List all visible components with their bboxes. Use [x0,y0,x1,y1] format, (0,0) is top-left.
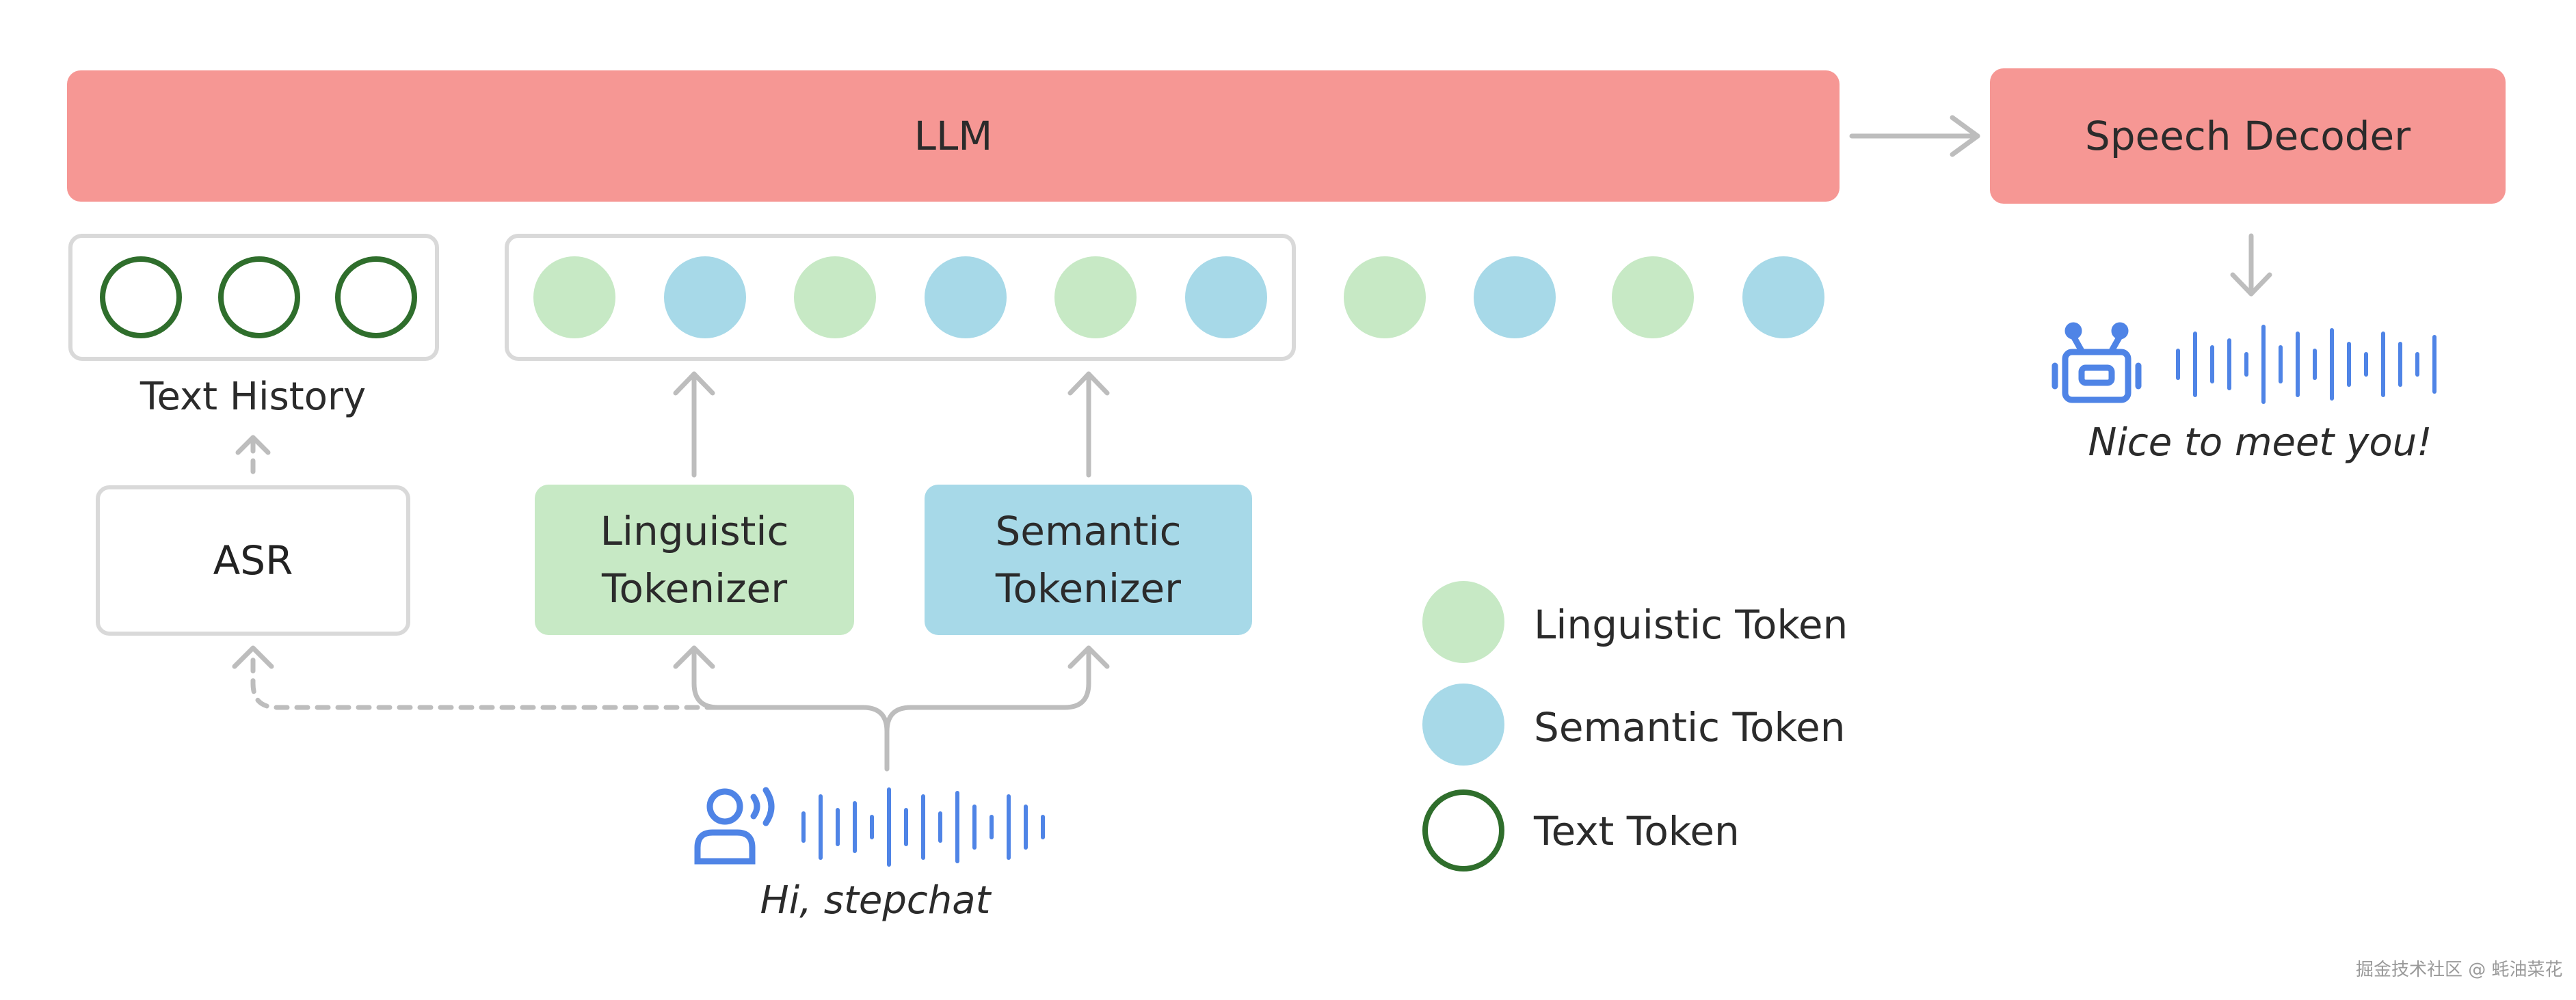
semantic-token [925,256,1007,338]
arrow-llm-to-decoder-head [1950,115,1980,157]
semantic-token [664,256,746,338]
arrow-to-linguistic-tokenizer-head [673,645,715,669]
llm-label: LLM [914,113,993,159]
semantic-token [1474,256,1556,338]
text-token [100,256,182,338]
asr-block: ASR [96,485,410,636]
linguistic-tokenizer-label-line1: Linguistic [600,507,789,554]
semantic-tokenizer-block: Semantic Tokenizer [925,485,1252,635]
legend-linguistic-label: Linguistic Token [1534,602,1848,648]
text-token [218,256,300,338]
legend-text-swatch [1422,789,1504,871]
robot-icon [2051,322,2142,403]
legend-semantic-label: Semantic Token [1534,704,1846,751]
audio-waveform-icon [801,787,1045,867]
linguistic-token [1054,256,1137,338]
linguistic-token [1344,256,1426,338]
linguistic-token [533,256,615,338]
semantic-token [1742,256,1824,338]
speech-decoder-block: Speech Decoder [1990,68,2506,204]
dashed-path-to-asr [250,650,721,710]
input-utterance: Hi, stepchat [760,878,991,923]
token-sequence-frame [505,234,1296,361]
text-history-frame [68,234,439,361]
semantic-token [1185,256,1267,338]
linguistic-tokenizer-block: Linguistic Tokenizer [535,485,854,635]
legend-text-label: Text Token [1534,808,1740,854]
text-token [335,256,417,338]
watermark: 掘金技术社区 @ 蚝油菜花 [2356,960,2563,980]
arrow-semantic-up-head [1067,371,1110,396]
linguistic-token [794,256,876,338]
legend-linguistic-swatch [1422,581,1504,663]
bracket-right [884,645,1091,734]
bracket-left [691,645,890,772]
linguistic-token [1612,256,1694,338]
semantic-tokenizer-label-line2: Tokenizer [995,565,1182,612]
output-utterance: Nice to meet you! [2088,420,2432,465]
llm-block: LLM [67,70,1840,202]
semantic-tokenizer-label-line1: Semantic [995,507,1182,554]
speech-decoder-label: Speech Decoder [2084,113,2411,159]
text-history-label: Text History [140,375,367,419]
legend-semantic-swatch [1422,684,1504,766]
arrow-linguistic-up-head [673,371,715,396]
arrow-to-semantic-tokenizer-head [1067,645,1110,669]
arrow-to-history-head [235,435,271,455]
speaking-user-icon [694,787,775,865]
audio-waveform-icon [2176,325,2436,404]
asr-label: ASR [213,537,293,584]
arrow-decoder-down-head [2230,272,2272,297]
arrow-to-asr-head [232,645,274,669]
linguistic-tokenizer-label-line2: Tokenizer [601,565,788,612]
